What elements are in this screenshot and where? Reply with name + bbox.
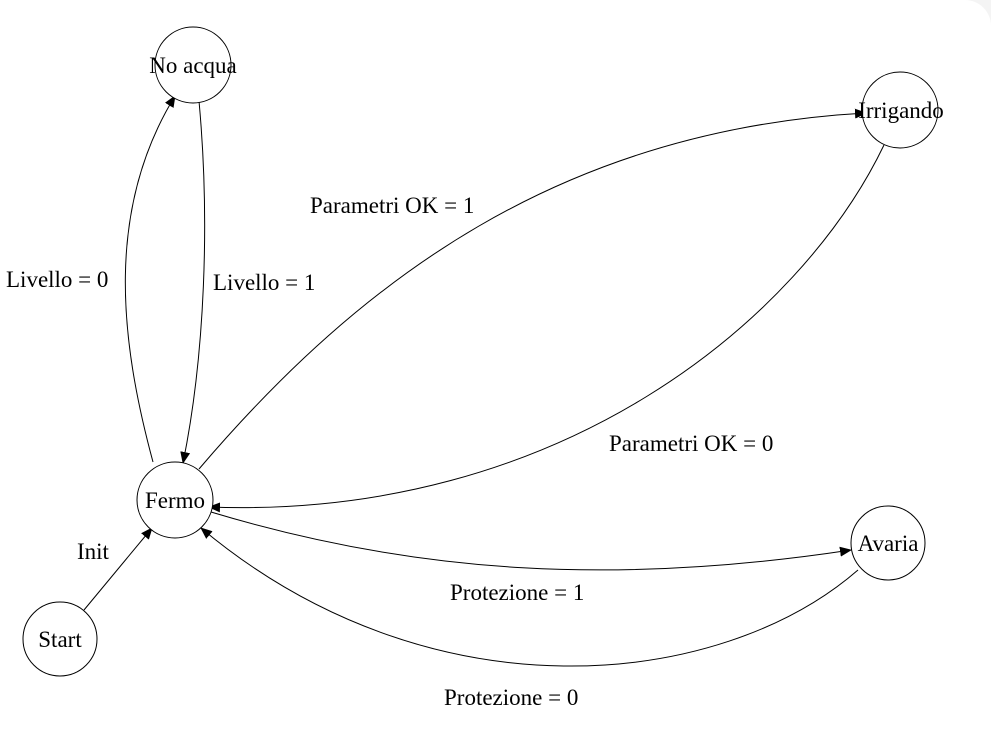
edge-fermo-to-no-acqua (124, 95, 176, 463)
edge-label-protezione-0: Protezione = 0 (444, 685, 578, 710)
state-start: Start (22, 601, 98, 677)
state-start-circle (22, 601, 98, 677)
state-avaria: Avaria (850, 505, 926, 581)
edge-label-livello-1: Livello = 1 (213, 270, 315, 295)
state-avaria-circle (850, 505, 926, 581)
state-irrigando-label: Irrigando (858, 98, 944, 123)
edge-fermo-to-irrigando (198, 108, 867, 470)
state-fermo: Fermo (136, 461, 214, 539)
edge-label-livello-0: Livello = 0 (6, 267, 108, 292)
edge-irrigando-to-fermo (208, 144, 885, 513)
edge-label-parametri-ok-1: Parametri OK = 1 (310, 193, 474, 218)
state-fermo-label: Fermo (145, 488, 205, 513)
state-fermo-circle (136, 461, 214, 539)
edge-fermo-to-avaria (210, 511, 852, 571)
state-irrigando: Irrigando (858, 71, 944, 149)
edge-label-parametri-ok-0: Parametri OK = 0 (609, 431, 773, 456)
edge-avaria-to-fermo (200, 527, 859, 667)
state-no-acqua-label: No acqua (149, 53, 237, 78)
edge-label-protezione-1: Protezione = 1 (450, 580, 584, 605)
state-avaria-label: Avaria (858, 531, 919, 556)
edge-no-acqua-to-fermo (180, 100, 206, 464)
state-start-label: Start (38, 627, 82, 652)
edge-start-to-fermo (83, 527, 153, 611)
edge-label-init: Init (77, 539, 110, 564)
state-no-acqua: No acqua (149, 26, 237, 104)
state-no-acqua-circle (154, 26, 232, 104)
state-irrigando-circle (861, 71, 939, 149)
